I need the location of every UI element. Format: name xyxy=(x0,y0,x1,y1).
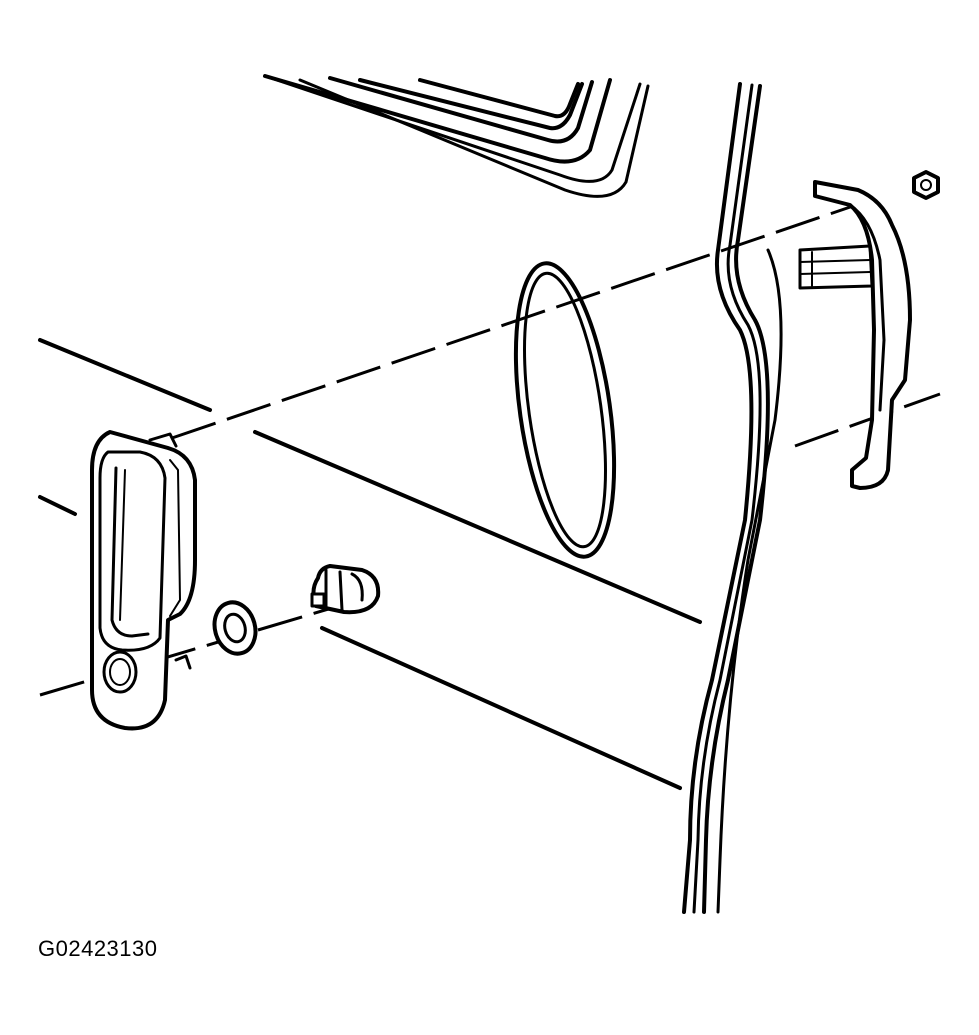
handle-retainer-bracket xyxy=(798,180,912,490)
exterior-door-handle xyxy=(90,430,197,731)
lock-cylinder xyxy=(310,564,381,615)
figure-id-label: G02423130 xyxy=(38,936,158,961)
door-panel-edges xyxy=(38,338,702,790)
access-hole xyxy=(513,261,617,559)
window-frame xyxy=(263,74,650,198)
lock-cylinder-gasket xyxy=(212,600,258,656)
door-pillar xyxy=(682,82,783,914)
retaining-nut xyxy=(912,170,940,200)
